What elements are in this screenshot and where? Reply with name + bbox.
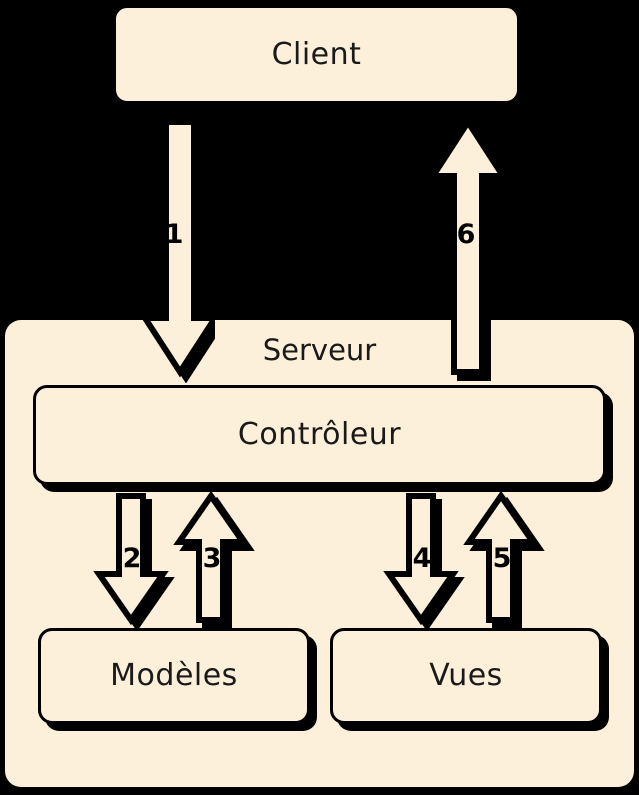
arrow-2 bbox=[92, 492, 178, 632]
arrow-5 bbox=[462, 492, 548, 632]
arrow-3 bbox=[172, 492, 258, 632]
vues-label: Vues bbox=[429, 658, 503, 693]
modeles-label: Modèles bbox=[110, 658, 238, 693]
arrow-2-label: 2 bbox=[122, 543, 142, 574]
controleur-node[interactable]: Contrôleur bbox=[33, 385, 606, 485]
arrow-5-label: 5 bbox=[492, 543, 512, 574]
arrow-4 bbox=[382, 492, 468, 632]
arrow-4-label: 4 bbox=[412, 543, 432, 574]
controleur-label: Contrôleur bbox=[237, 417, 402, 452]
client-label: Client bbox=[271, 36, 362, 72]
arrow-6-label: 6 bbox=[456, 219, 476, 250]
client-node[interactable]: Client bbox=[113, 5, 520, 104]
serveur-label: Serveur bbox=[262, 333, 377, 367]
vues-node[interactable]: Vues bbox=[330, 628, 602, 724]
arrow-1-label: 1 bbox=[164, 219, 184, 250]
arrow-6 bbox=[424, 117, 508, 383]
arrow-1 bbox=[131, 117, 215, 383]
arrow-3-label: 3 bbox=[202, 543, 222, 574]
modeles-node[interactable]: Modèles bbox=[38, 628, 310, 724]
